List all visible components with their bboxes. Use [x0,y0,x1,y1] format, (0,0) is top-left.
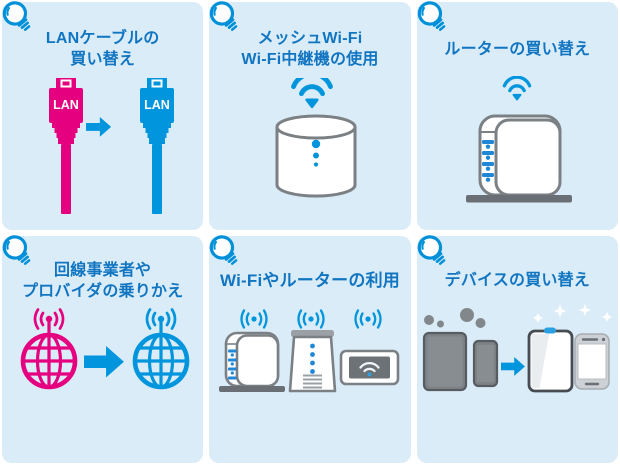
wifi-devices-illustration [218,308,400,392]
status-led-strip [227,349,237,379]
card-title-line: 回線事業者や [54,261,152,279]
lightbulb-icon [414,233,451,270]
globe-network-icon [135,335,187,387]
radio-signal-icon [33,307,65,337]
mobile-router-device [339,349,400,385]
isp-switch-illustration [3,307,203,399]
card-router-replacement: ルーターの買い替え [414,0,618,230]
sparkles [533,303,613,323]
card-title: デバイスの買い替え [445,260,590,304]
router-stand [466,195,573,203]
lightbulb-icon [0,233,36,270]
globe-network-icon [23,335,75,387]
arrow-right-icon [501,356,526,376]
device-replacement-illustration [423,303,613,392]
status-led-strip [482,140,495,182]
lan-cable-illustration: LAN LAN [48,78,174,214]
card-title-line: 買い替え [70,51,136,68]
wifi-router-device [218,331,285,392]
card-device-replacement: デバイスの買い替え [414,233,618,463]
camera-notch [544,327,557,333]
card-title: メッシュWi-Fi Wi-Fi中継機の使用 [241,28,378,72]
card-isp-switch: 回線事業者や プロバイダの乗りかえ [0,233,204,463]
camera-dot [602,337,606,341]
mesh-tower-device [288,329,337,392]
card-lan-cable-replacement: LANケーブルの 買い替え LAN LAN [0,0,204,230]
card-title-line: Wi-Fiやルーターの利用 [219,271,400,291]
radio-signal-icon [354,308,382,329]
status-led-dots [311,139,321,167]
card-title-line: デバイスの買い替え [444,272,590,290]
lan-label-new: LAN [144,98,170,112]
lightbulb-icon [207,233,244,270]
lightbulb-icon [414,0,451,36]
radio-signal-icon [297,308,325,329]
radio-signal-icon [240,308,268,329]
old-phone [473,339,499,387]
wifi-signal-icon [359,361,380,376]
speaker-grille [302,374,322,388]
lan-label-old: LAN [53,98,79,112]
card-title: ルーターの買い替え [444,28,590,72]
card-title-line: プロバイダの乗りかえ [21,282,184,300]
mesh-wifi-illustration [275,78,357,198]
card-title: 回線事業者や プロバイダの乗りかえ [22,260,183,304]
new-lan-connector: LAN [139,78,174,214]
old-lan-connector: LAN [48,78,83,214]
new-phone [574,332,611,390]
arrow-right-icon [83,345,124,377]
card-wifi-router-use: Wi-Fiやルーターの利用 [207,233,411,463]
arrow-right-icon [85,117,111,137]
dust-puffs [424,307,486,328]
status-led-dots [310,343,315,374]
card-title-line: LANケーブルの [45,30,160,48]
lightbulb-icon [207,0,244,36]
new-tablet [527,327,574,392]
wifi-signal-icon [294,78,331,107]
card-title-line: メッシュWi-Fi [257,30,363,48]
lightbulb-icon [0,0,36,36]
card-title-line: Wi-Fi中継機の使用 [241,51,379,68]
wifi-router-device [466,114,573,203]
wifi-signal-icon [503,76,532,102]
card-mesh-wifi-repeater: メッシュWi-Fi Wi-Fi中継機の使用 [207,0,411,230]
card-title: LANケーブルの 買い替え [46,28,160,72]
card-title: Wi-Fiやルーターの利用 [220,260,400,304]
card-title-line: ルーターの買い替え [444,40,591,58]
old-tablet [423,331,468,391]
radio-signal-icon [145,307,177,337]
wifi-repeater-device [275,114,357,198]
router-illustration [466,76,573,203]
